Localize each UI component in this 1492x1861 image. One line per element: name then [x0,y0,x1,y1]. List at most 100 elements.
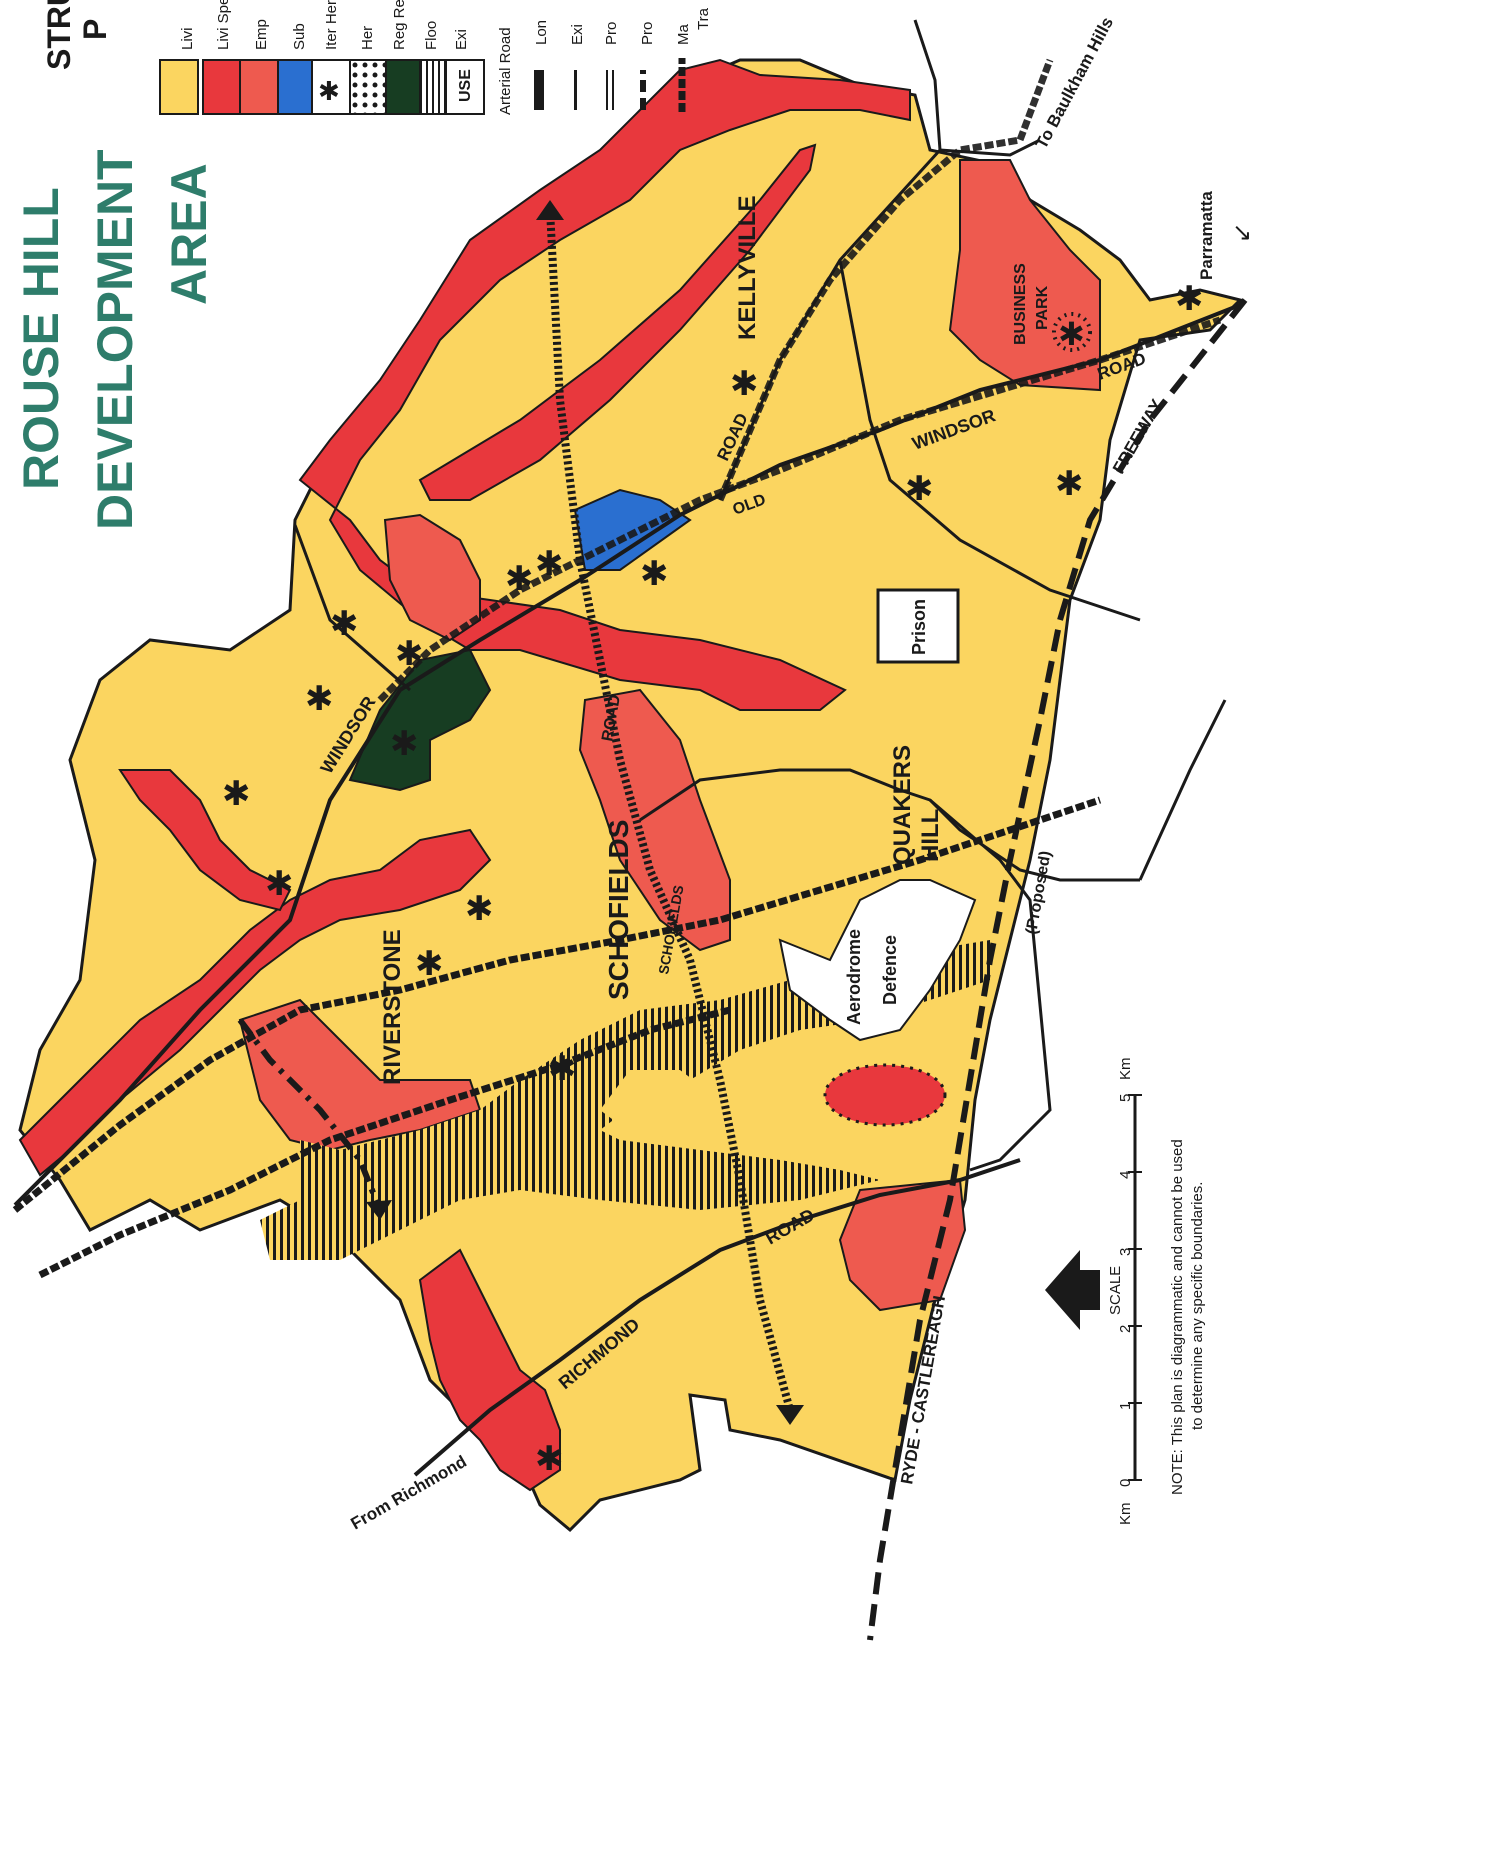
map-canvas: ✱ ✱ ✱ ✱ ✱ ✱ ✱ ✱ ✱ ✱ ✱ ✱ ✱ ✱ ✱ ✱ ✱ ✱ ROUS… [12,0,1252,1641]
transit-corridor-boxes-1 [12,796,1102,1213]
legend-label-employment: Emp [253,19,270,50]
legend-roads-heading: Arterial Road [497,27,514,115]
heritage-precinct-ellipse [823,1063,947,1127]
label-park: PARK [1034,285,1051,330]
scale-tick-0: 0 [1117,1479,1134,1487]
legend-road-label: Tra [695,7,712,30]
legend-road-label: Exi [569,24,586,45]
windsor-road [13,303,1241,1207]
legend-label-item-heritage: Iter Her [323,0,340,50]
heritage-asterisk: ✱ [390,724,419,764]
legend-swatch-heritage [349,59,389,115]
legend-use-label: USE [457,69,474,102]
kellyville-road [838,259,1141,622]
label-kellyville: KELLYVILLE [734,196,761,340]
heritage-asterisk: ✱ [415,944,444,984]
scale-tick-5: 5 [1117,1094,1134,1102]
legend-swatch-regional [385,59,425,115]
business-park-asterisk: ✱ [1058,315,1085,353]
legend-label-existing: Exi [453,29,470,50]
rail-arrow [366,1200,392,1220]
label-from-richmond: From Richmond [348,1452,470,1534]
parramatta-arrow-icon: ↘ [1232,218,1252,246]
heritage-asterisk: ✱ [640,554,669,594]
legend-label-living-special: Livi Spe [215,0,232,50]
structure-heading-a: STRU [41,0,77,70]
living-special-west [18,828,492,1177]
living-special-south [418,1248,561,1492]
legend-label-living: Livi [179,27,196,50]
scale-tick-4: 4 [1117,1171,1134,1179]
flood-island [600,1070,720,1140]
heritage-asterisk: ✱ [265,864,294,904]
east-road [1138,699,1227,881]
label-business: BUSINESS [1012,263,1029,345]
scale-tick-1: 1 [1117,1402,1134,1410]
label-schofields: SCHOFIELDS [603,820,634,1000]
heritage-asterisk: ✱ [535,1439,564,1479]
heritage-asterisk: ✱ [222,774,251,814]
label-prison: Prison [909,599,929,655]
note-line-1: NOTE: This plan is diagrammatic and cann… [1169,1139,1186,1495]
label-parramatta: Parramatta [1197,191,1216,280]
label-quakers: QUAKERS [889,745,916,865]
label-defence: Defence [880,935,900,1005]
title-line-1: ROUSE HILL [13,187,69,490]
legend-road-label: Pro [603,22,620,45]
scale-unit-left: Km [1117,1503,1134,1526]
living-special-west-arm [118,769,292,912]
heritage-asterisk: ✱ [465,889,494,929]
heritage-asterisk: ✱ [1055,464,1084,504]
legend-label-flood: Floo [423,21,440,50]
legend-long-rail-symbol [534,70,544,110]
heritage-asterisk: ✱ [548,1049,577,1089]
transit-corridor-boxes-4 [716,58,1054,502]
employment-business-park [948,159,1101,392]
scale-tick-3: 3 [1117,1248,1134,1256]
transit-arrow-north [536,200,564,220]
legend-existing-road-symbol [574,70,577,110]
employment-schofields [578,688,731,952]
label-riverstone: RIVERSTONE [379,929,406,1085]
heritage-asterisk: ✱ [905,469,934,509]
quakers-branch [929,798,1052,1172]
richmond-road [413,1158,1021,1477]
legend-swatch-existing-use [445,59,485,115]
heritage-asterisk: ✱ [395,634,424,674]
transit-corridor-boxes-3 [377,316,1222,703]
transit-arrow-south [776,1405,804,1425]
north-arrow-icon [1045,1250,1100,1330]
legend-swatch-item-heritage [311,59,351,115]
legend-swatch-sub [277,59,317,115]
prison-box [876,588,960,664]
title-line-3: AREA [161,163,217,305]
legend-asterisk-icon: ✱ [318,77,340,107]
legend-swatch-living-special [202,59,242,115]
scale-tick-2: 2 [1117,1325,1134,1333]
heritage-asterisk: ✱ [330,604,359,644]
legend-swatch-living [159,59,199,115]
heritage-items: ✱ ✱ ✱ ✱ ✱ ✱ ✱ ✱ ✱ ✱ ✱ ✱ ✱ ✱ ✱ ✱ ✱ [222,279,1204,1479]
legend-road-label: Ma [675,24,692,45]
legend-proposed-transit-symbol [604,70,614,110]
defence-aerodrome [778,879,977,1042]
living-special-finger [418,143,817,501]
long-rail-link [237,1018,383,1212]
label-hill: HILL [917,809,944,862]
proposed-transit-line [546,209,794,1412]
legend-label-heritage: Her [359,26,376,50]
business-park-heritage-circle [1052,312,1092,352]
structure-heading-b: P [77,19,113,40]
heritage-asterisk: ✱ [505,559,534,599]
transit-corridor-boxes-2 [38,1006,731,1279]
heritage-asterisk: ✱ [535,544,564,584]
legend-road-label: Pro [639,22,656,45]
legend-label-sub: Sub [291,23,308,50]
heritage-asterisk: ✱ [305,679,334,719]
regional-area [348,648,492,792]
title-line-2: DEVELOPMENT [87,149,143,530]
legend-swatch-employment [239,59,279,115]
schofields-road [293,524,411,692]
scale-unit-right: Km [1117,1058,1134,1081]
heritage-asterisk: ✱ [730,364,759,404]
